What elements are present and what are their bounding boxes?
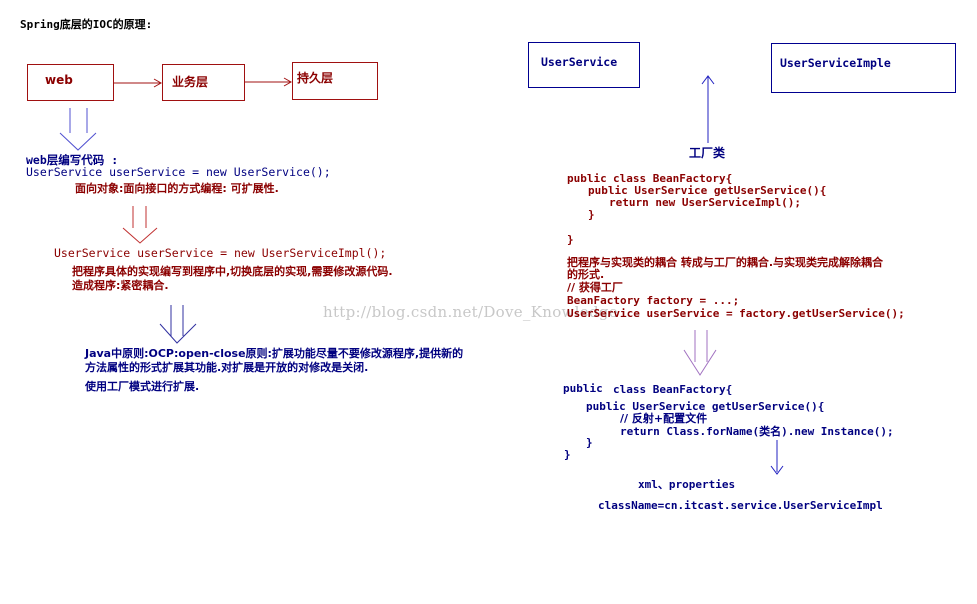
note-2-line-2: 造成程序:紧密耦合. — [72, 279, 169, 292]
coupling-line-2: 的形式. — [567, 268, 605, 281]
code-line-1: UserService userService = new UserServic… — [26, 165, 331, 179]
double-arrow-2 — [122, 206, 158, 244]
down-arrow-config — [770, 440, 784, 475]
factory-declaration: BeanFactory factory = ...; — [567, 294, 740, 307]
userserviceimple-box-label: UserServiceImple — [780, 56, 891, 70]
userservice-box-label: UserService — [541, 55, 618, 69]
factory1-line-3: return new UserServiceImpl(); — [609, 196, 802, 209]
up-arrow — [701, 75, 715, 143]
watermark: http://blog.csdn.net/Dove_Knowledge — [323, 303, 618, 321]
coupling-line-1: 把程序与实现类的耦合 转成与工厂的耦合.与实现类完成解除耦合 — [567, 256, 884, 269]
factory2-line-6: } — [564, 448, 571, 461]
factory-call: UserService userService = factory.getUse… — [567, 307, 905, 320]
factory1-line-4: } — [588, 208, 595, 221]
persistence-layer-box — [292, 62, 378, 100]
factory1-line-1: class BeanFactory{ — [613, 172, 733, 185]
note-1: 面向对象:面向接口的方式编程: 可扩展性. — [75, 182, 279, 195]
double-arrow-4 — [683, 330, 717, 376]
business-layer-label: 业务层 — [172, 75, 209, 89]
userservice-box — [528, 42, 640, 88]
factory2-line-2: public UserService getUserService(){ — [586, 400, 825, 413]
page-title: Spring底层的IOC的原理: — [20, 18, 153, 31]
factory-label: 工厂类 — [689, 146, 726, 160]
classname-config: className=cn.itcast.service.UserServiceI… — [598, 499, 883, 512]
web-layer-label: web — [45, 73, 73, 87]
factory1-line-1-kw: public — [567, 172, 607, 185]
web-layer-box — [27, 64, 114, 101]
ocp-line-2: 方法属性的形式扩展其功能.对扩展是开放的对修改是关闭. — [85, 361, 369, 374]
factory2-line-4: return Class.forName(类名).new Instance(); — [620, 425, 894, 438]
note-2-line-1: 把程序具体的实现编写到程序中,切换底层的实现,需要修改源代码. — [72, 265, 393, 278]
double-arrow-3 — [159, 305, 197, 344]
business-layer-box — [162, 64, 245, 101]
config-formats: xml、properties — [638, 478, 736, 491]
ocp-line-3: 使用工厂模式进行扩展. — [85, 380, 200, 393]
factory2-line-3: // 反射+配置文件 — [620, 412, 708, 425]
double-arrow-1 — [59, 108, 97, 151]
web-to-business-arrow — [114, 78, 163, 88]
factory2-line-1: class BeanFactory{ — [613, 383, 733, 396]
business-to-persistence-arrow — [245, 77, 293, 87]
userserviceimple-box — [771, 43, 956, 93]
ocp-line-1: Java中原则:OCP:open-close原则:扩展功能尽量不要修改源程序,提… — [85, 347, 464, 360]
code-line-2: UserService userService = new UserServic… — [54, 246, 387, 260]
factory1-line-2: public UserService getUserService(){ — [588, 184, 827, 197]
persistence-layer-label: 持久层 — [297, 71, 334, 85]
factory1-line-5: } — [567, 233, 574, 246]
factory2-line-1-kw: public — [563, 382, 603, 395]
comment-get-factory: // 获得工厂 — [567, 281, 623, 294]
code-heading: web层编写代码 : — [26, 153, 119, 167]
factory2-line-5: } — [586, 436, 593, 449]
